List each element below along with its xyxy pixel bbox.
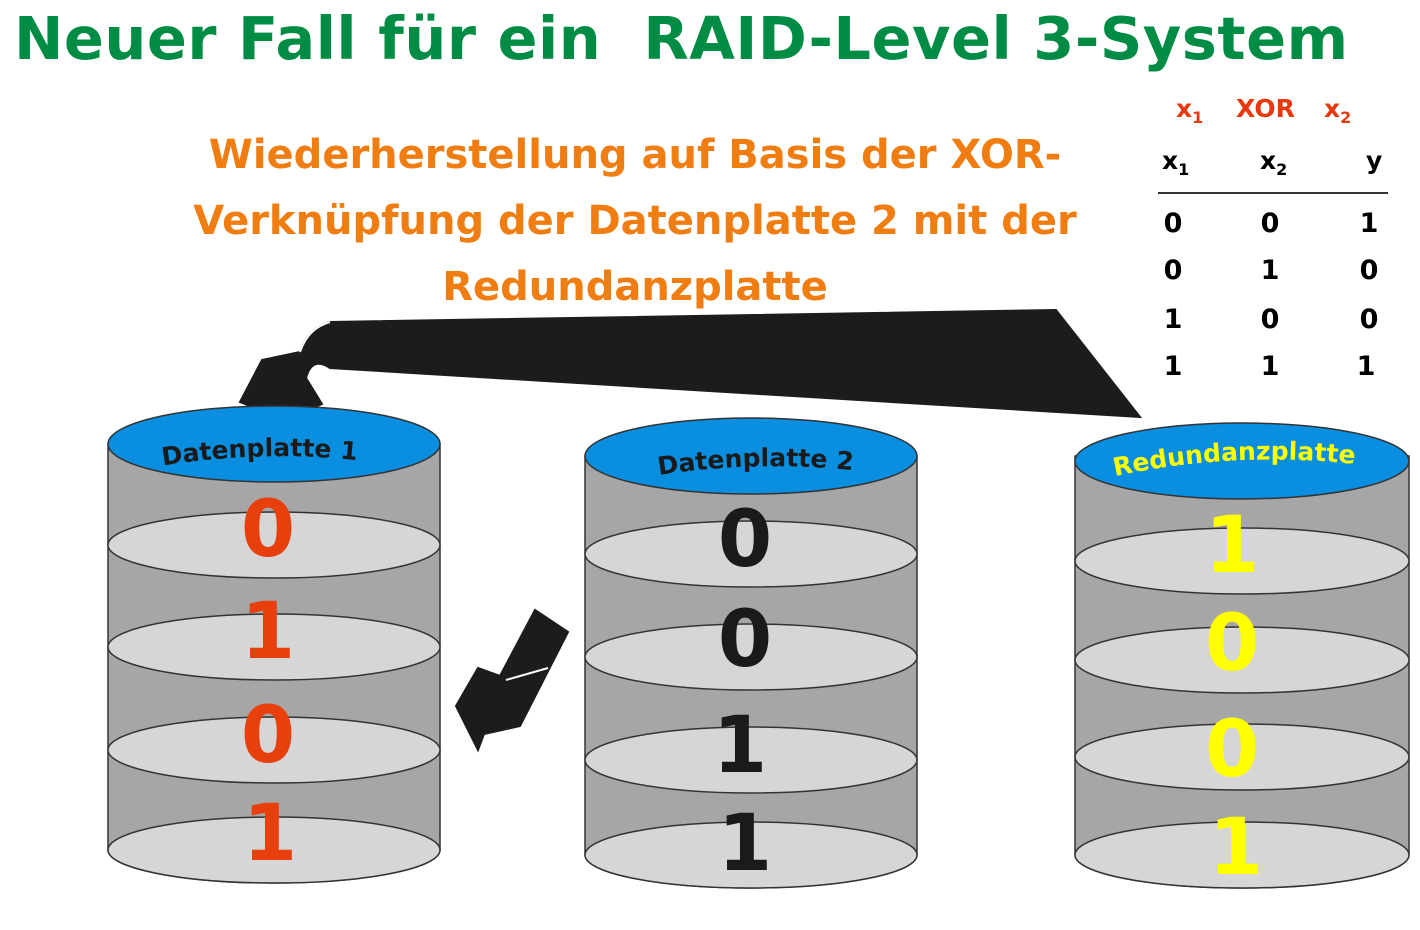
table-cell: 0 (1260, 304, 1280, 335)
disk-bit: 0 (1205, 705, 1259, 795)
table-cell: 0 (1163, 255, 1183, 286)
xor-heading-operator: XOR (1236, 94, 1295, 123)
disk-shelf (1074, 723, 1410, 791)
disk-bit: 1 (1205, 501, 1259, 591)
disk-bit: 1 (1209, 803, 1263, 893)
disk-bit: 1 (713, 701, 767, 791)
disk-shelf (1074, 527, 1410, 595)
disk-bit: 0 (718, 495, 772, 585)
table-cell: 1 (1260, 255, 1280, 286)
table-header-y: y (1366, 146, 1383, 175)
table-cell: 1 (1163, 351, 1183, 382)
table-header-x1: x1 (1162, 146, 1190, 179)
table-cell: 0 (1359, 255, 1379, 286)
disk-shelf (1074, 626, 1410, 694)
xor-heading-x1: x1 (1176, 94, 1204, 127)
disk-bit: 0 (718, 595, 772, 685)
disk-datenplatte-2: Datenplatte 2 0 0 1 1 (584, 417, 918, 889)
subtitle: Wiederherstellung auf Basis der XOR- Ver… (140, 122, 1130, 320)
disk-bit: 0 (1205, 599, 1259, 689)
subtitle-line-2: Verknüpfung der Datenplatte 2 mit der (193, 198, 1077, 244)
table-header-rule (1158, 192, 1388, 194)
recovery-arrow-highlight (299, 321, 331, 353)
disk-shelf (107, 816, 441, 884)
table-cell: 1 (1260, 351, 1280, 382)
transfer-arrow-highlight (505, 667, 549, 681)
page-title: Neuer Fall für ein RAID-Level 3-System (14, 4, 1349, 73)
table-cell: 1 (1356, 351, 1376, 382)
table-cell: 1 (1359, 208, 1379, 239)
disk-shelf (1074, 821, 1410, 889)
disk-shelf (107, 613, 441, 681)
disk-top (107, 405, 441, 483)
disk-datenplatte-1: Datenplatte 1 0 1 0 1 (107, 405, 441, 884)
subtitle-line-3: Redundanzplatte (442, 264, 828, 310)
disk-bit: 1 (241, 587, 295, 677)
disk-shelf (584, 726, 918, 794)
table-cell: 1 (1163, 304, 1183, 335)
recovery-arrow (238, 308, 1143, 422)
disk-shelf (107, 511, 441, 579)
xor-heading-x2: x2 (1324, 94, 1352, 127)
disk-redundanzplatte: Redundanzplatte 1 0 0 1 (1074, 422, 1410, 893)
disk-shelf (584, 821, 918, 889)
disk-shelf (107, 716, 441, 784)
disk-top (584, 417, 918, 495)
table-cell: 0 (1260, 208, 1280, 239)
disk-top (1074, 422, 1410, 500)
table-cell: 0 (1359, 304, 1379, 335)
table-cell: 0 (1163, 208, 1183, 239)
disk-bit: 0 (241, 485, 295, 575)
disk-shelf (584, 520, 918, 588)
table-header-x2: x2 (1260, 146, 1288, 179)
subtitle-line-1: Wiederherstellung auf Basis der XOR- (208, 132, 1062, 178)
disk-bit: 1 (243, 789, 297, 879)
disk-bit: 1 (718, 799, 772, 889)
transfer-arrow (454, 608, 570, 753)
disk-shelf (584, 623, 918, 691)
disk-bit: 0 (241, 691, 295, 781)
